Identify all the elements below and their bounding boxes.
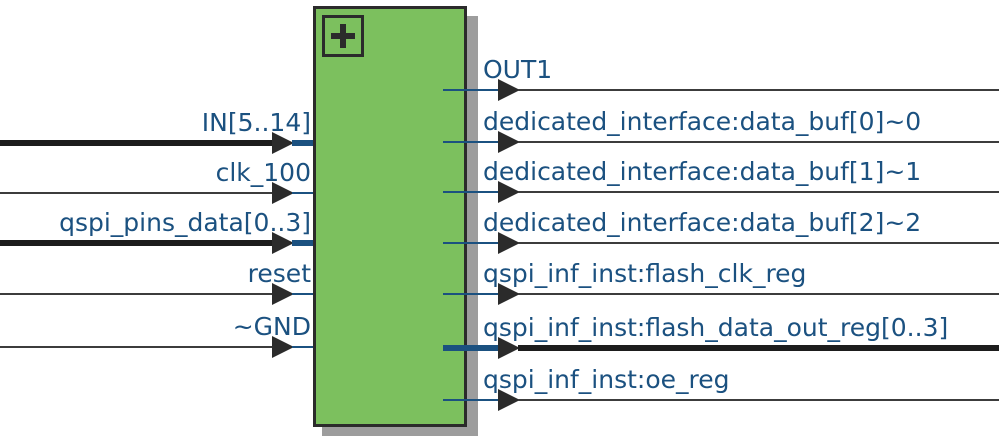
output-wire bbox=[518, 89, 999, 91]
output-wire bbox=[518, 141, 999, 143]
input-wire bbox=[0, 346, 272, 348]
output-port-label: qspi_inf_inst:flash_clk_reg bbox=[483, 259, 807, 288]
output-port-label: dedicated_interface:data_buf[0]~0 bbox=[483, 107, 922, 136]
output-arrow-icon bbox=[498, 283, 520, 305]
input-arrow-icon bbox=[272, 232, 294, 254]
output-port-stub bbox=[443, 141, 504, 143]
output-arrow-icon bbox=[498, 232, 520, 254]
input-port-label: reset bbox=[247, 259, 311, 288]
input-port-label: IN[5..14] bbox=[201, 108, 311, 137]
output-wire bbox=[518, 242, 999, 244]
input-wire bbox=[0, 293, 272, 295]
input-port-label: qspi_pins_data[0..3] bbox=[59, 208, 311, 237]
input-arrow-icon bbox=[272, 182, 294, 204]
output-port-label: qspi_inf_inst:oe_reg bbox=[483, 365, 730, 394]
output-port-stub bbox=[443, 399, 504, 401]
output-wire bbox=[518, 191, 999, 193]
output-wire bbox=[518, 293, 999, 295]
output-arrow-icon bbox=[498, 181, 520, 203]
input-arrow-icon bbox=[272, 132, 294, 154]
output-arrow-icon bbox=[498, 389, 520, 411]
input-wire bbox=[0, 192, 272, 194]
output-wire bbox=[518, 345, 999, 351]
input-arrow-icon bbox=[272, 336, 294, 358]
output-arrow-icon bbox=[498, 337, 520, 359]
output-port-label: dedicated_interface:data_buf[2]~2 bbox=[483, 208, 922, 237]
output-arrow-icon bbox=[498, 131, 520, 153]
output-port-label: dedicated_interface:data_buf[1]~1 bbox=[483, 157, 922, 186]
input-arrow-icon bbox=[272, 283, 294, 305]
output-port-stub bbox=[443, 191, 504, 193]
plus-icon[interactable] bbox=[322, 15, 364, 57]
output-arrow-icon bbox=[498, 79, 520, 101]
output-port-label: OUT1 bbox=[483, 55, 553, 84]
output-port-stub bbox=[443, 293, 504, 295]
output-port-stub bbox=[443, 345, 504, 351]
output-port-stub bbox=[443, 242, 504, 244]
input-wire bbox=[0, 240, 272, 246]
input-port-label: clk_100 bbox=[215, 158, 311, 187]
output-port-stub bbox=[443, 89, 504, 91]
plus-icon-vertical-bar bbox=[340, 24, 346, 48]
input-wire bbox=[0, 140, 272, 146]
output-wire bbox=[518, 399, 999, 401]
input-port-label: ~GND bbox=[232, 312, 311, 341]
rtl-block[interactable] bbox=[313, 6, 467, 427]
output-port-label: qspi_inf_inst:flash_data_out_reg[0..3] bbox=[483, 313, 949, 342]
